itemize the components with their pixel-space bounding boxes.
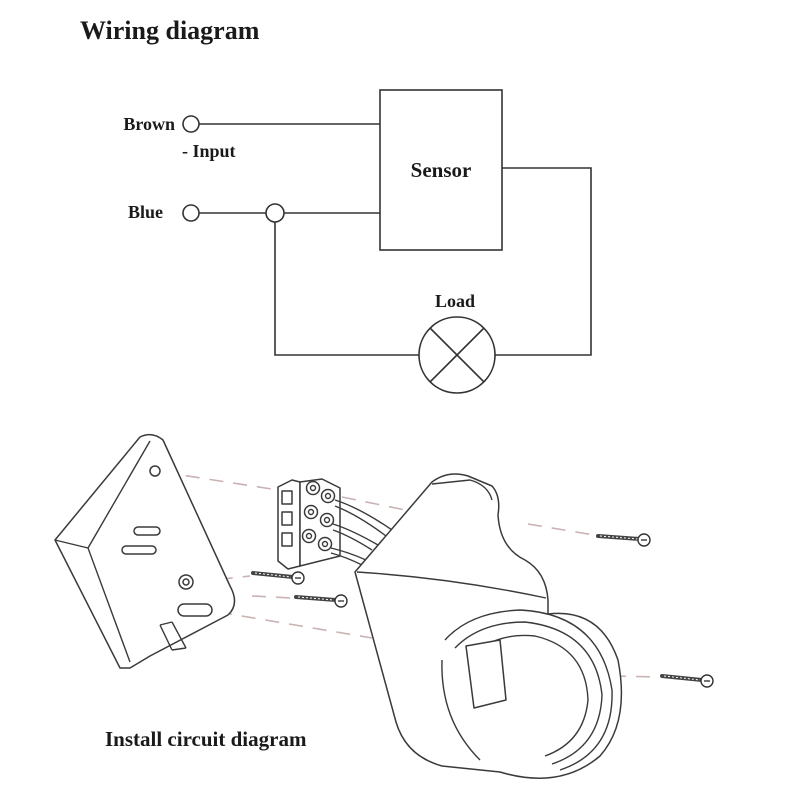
plate-pin <box>121 545 157 555</box>
sensor-label: Sensor <box>411 158 472 182</box>
terminal-screw <box>305 480 321 496</box>
terminal-screw <box>320 488 336 504</box>
brown-label: Brown <box>123 114 175 134</box>
terminal-screw <box>303 504 319 520</box>
sensor-box <box>379 89 503 251</box>
sensor-wires <box>330 499 393 566</box>
screw <box>294 594 348 608</box>
terminal-block <box>277 478 341 570</box>
plate-hole <box>149 465 161 477</box>
screw <box>660 674 714 688</box>
load-to-sensor-wire <box>495 167 592 356</box>
wiring-diagram: Brown - Input Blue Sensor Load <box>123 89 592 394</box>
junction-terminal <box>265 203 285 223</box>
terminal-screw <box>319 512 335 528</box>
lamp-icon <box>418 316 496 394</box>
mounting-plate <box>54 433 236 669</box>
sensor-lens-window <box>465 639 507 709</box>
plate-pin <box>133 526 161 536</box>
screw <box>251 571 305 585</box>
input-label: - Input <box>182 141 236 161</box>
sensor-dome <box>441 609 613 771</box>
terminal-screw <box>317 536 333 552</box>
sensor-housing <box>354 473 623 779</box>
page-title: Wiring diagram <box>80 16 260 45</box>
terminal-screw <box>301 528 317 544</box>
blue-label: Blue <box>128 202 163 222</box>
load-label: Load <box>435 291 475 311</box>
screw <box>596 533 651 547</box>
brown-terminal <box>182 115 200 133</box>
plate-tab <box>177 603 213 617</box>
blue-terminal <box>182 204 200 222</box>
install-caption: Install circuit diagram <box>105 727 307 751</box>
neutral-to-load-wire <box>274 222 419 356</box>
install-illustration <box>54 433 714 779</box>
